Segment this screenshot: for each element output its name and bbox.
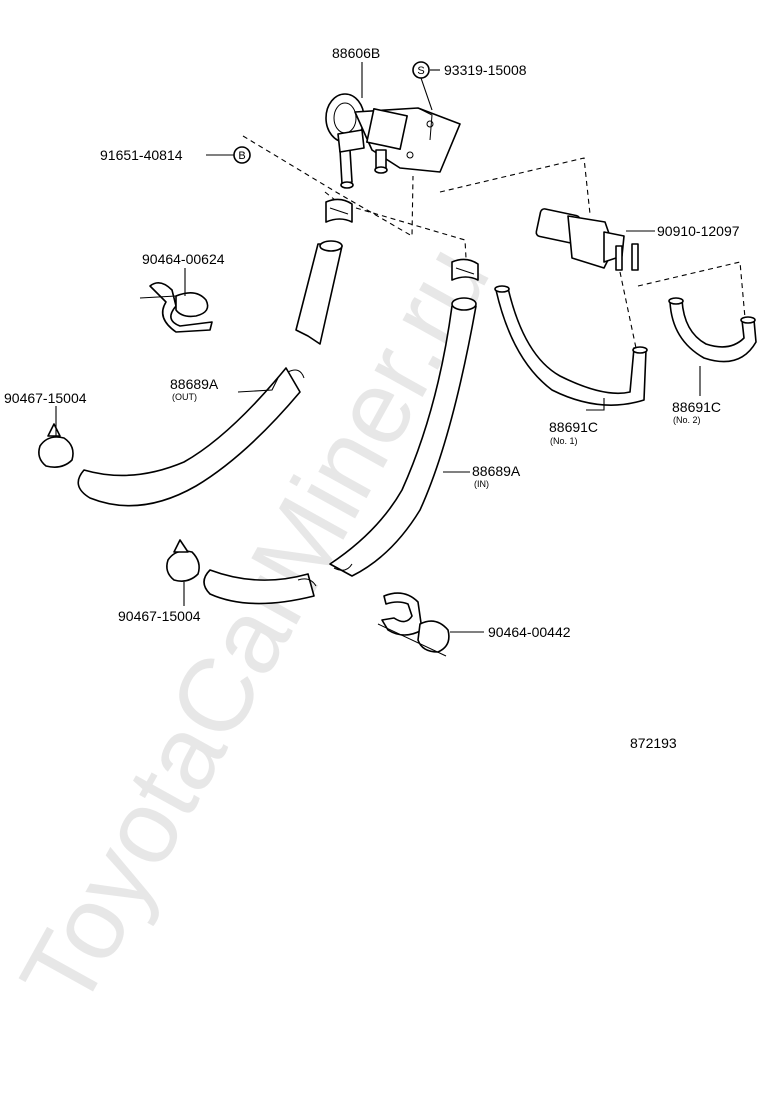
bolt-s-letter: S <box>417 65 424 77</box>
label-93319-15008[interactable]: 93319-15008 <box>444 62 527 78</box>
clip-90467-lower[interactable] <box>166 539 200 582</box>
label-88606b[interactable]: 88606B <box>332 45 380 61</box>
label-88689a-in[interactable]: 88689A <box>472 463 521 479</box>
clamp-90464-00442[interactable] <box>377 592 450 657</box>
air-switching-valve[interactable] <box>325 93 461 189</box>
clip-small-left[interactable] <box>325 198 353 223</box>
vacuum-switching-valve[interactable] <box>535 208 639 271</box>
label-90464-00624[interactable]: 90464-00624 <box>142 251 225 267</box>
label-88689a-out[interactable]: 88689A <box>170 376 219 392</box>
note-in: (IN) <box>474 479 489 489</box>
label-90464-00442[interactable]: 90464-00442 <box>488 624 571 640</box>
hose-88689a-in[interactable] <box>329 297 477 577</box>
note-out: (OUT) <box>172 392 197 402</box>
note-no1: (No. 1) <box>550 436 578 446</box>
figure-number: 872193 <box>630 735 677 751</box>
label-88691c-no1[interactable]: 88691C <box>549 419 598 435</box>
clip-90467-upper[interactable] <box>38 423 74 468</box>
hose-88691c-no2[interactable] <box>668 297 757 363</box>
label-90467-15004-lower[interactable]: 90467-15004 <box>118 608 201 624</box>
label-91651-40814[interactable]: 91651-40814 <box>100 147 183 163</box>
assembly-dashed-lines <box>242 135 746 349</box>
bolt-b-letter: B <box>238 150 245 162</box>
label-88691c-no2[interactable]: 88691C <box>672 399 721 415</box>
hose-88691c-no1[interactable] <box>494 285 648 406</box>
bolt-b-symbol[interactable]: B <box>233 146 251 164</box>
hose-short-lower[interactable] <box>203 569 317 605</box>
label-90467-15004-upper[interactable]: 90467-15004 <box>4 390 87 406</box>
clamp-90464-00624[interactable] <box>139 282 213 333</box>
bolt-s-symbol[interactable]: S <box>412 61 430 79</box>
clip-small-right[interactable] <box>451 258 479 281</box>
note-no2: (No. 2) <box>673 415 701 425</box>
hose-short-upper[interactable] <box>295 240 343 345</box>
hose-88689a-out[interactable] <box>77 367 305 507</box>
leader-lines <box>55 62 701 633</box>
label-90910-12097[interactable]: 90910-12097 <box>657 223 740 239</box>
